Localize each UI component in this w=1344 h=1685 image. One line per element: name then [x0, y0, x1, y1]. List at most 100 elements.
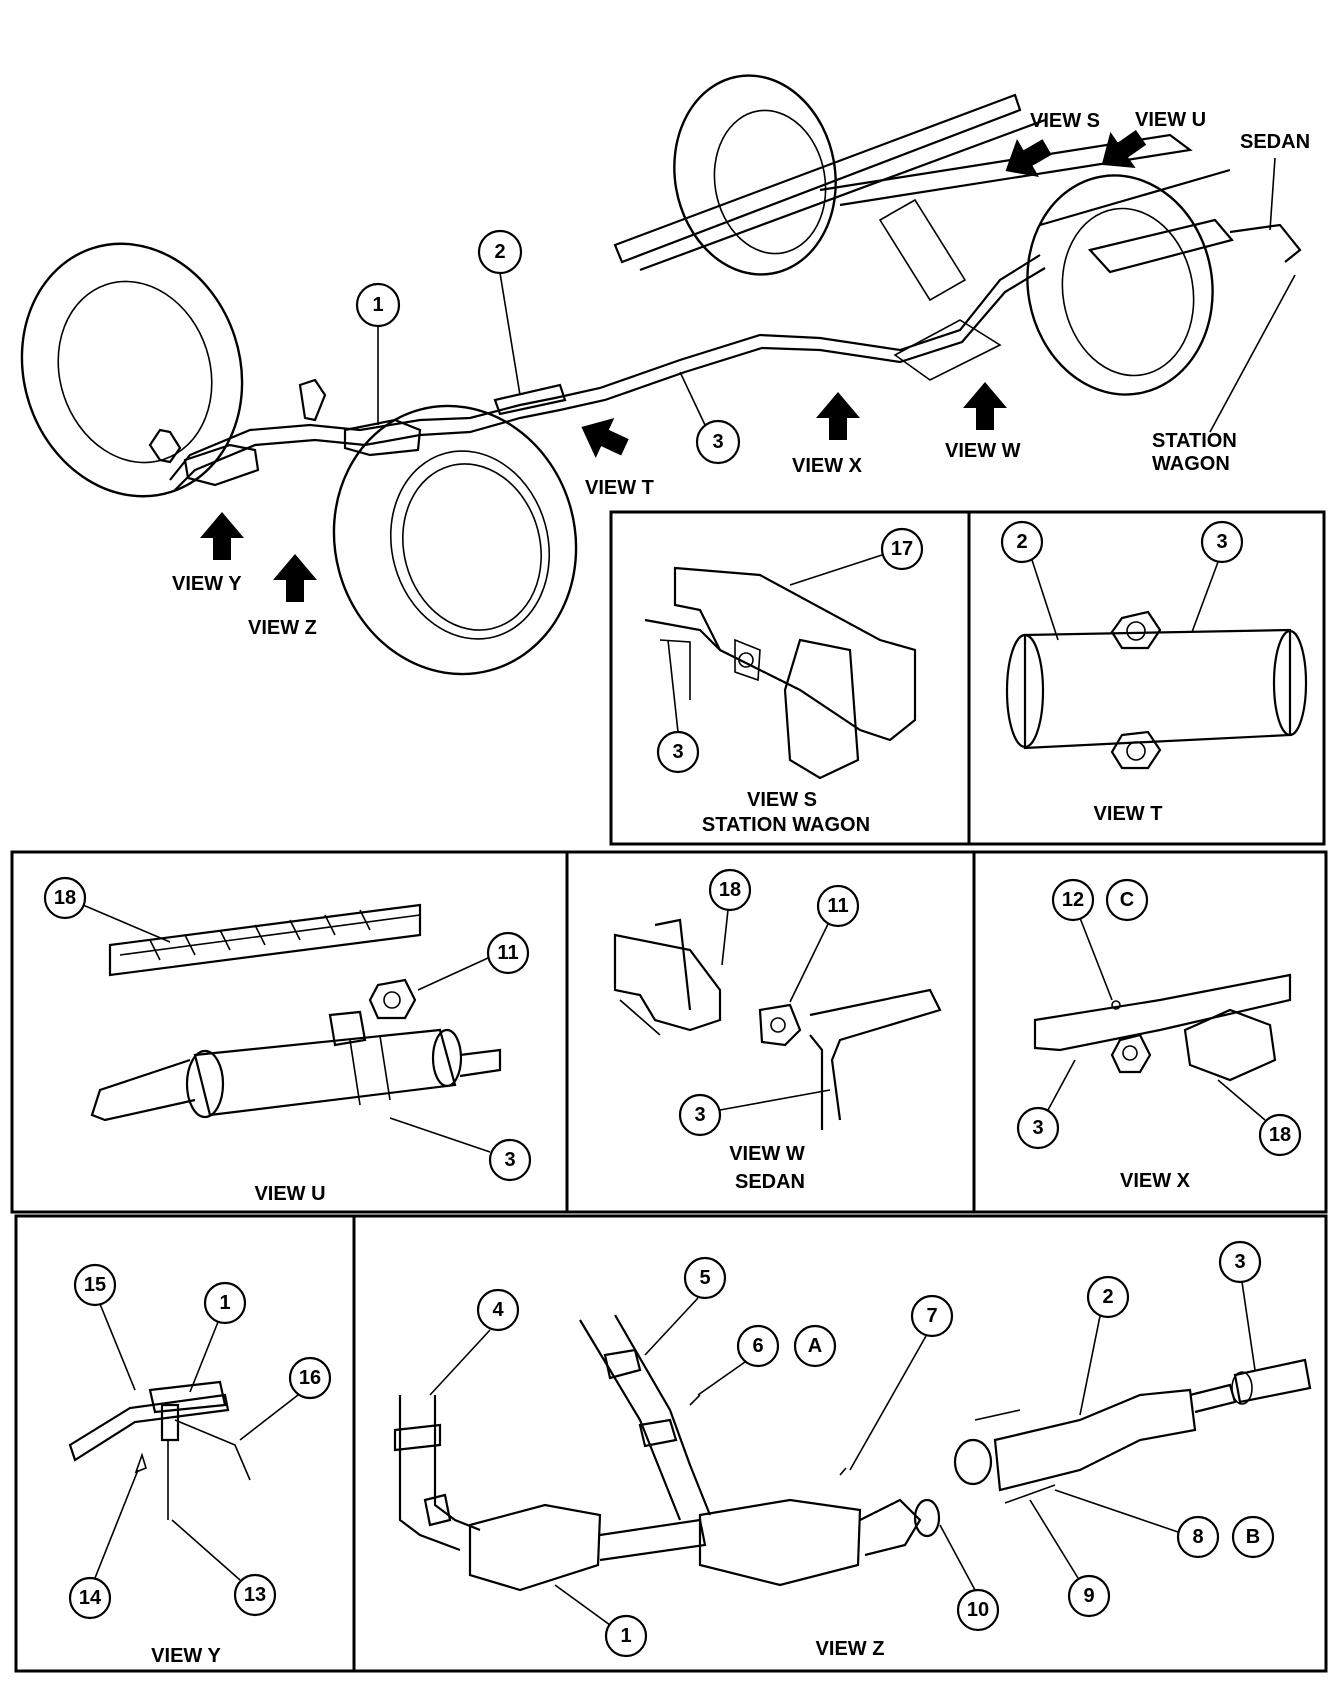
z-converter-right [698, 1498, 862, 1587]
view-x-arrow [816, 392, 860, 440]
svg-text:10: 10 [967, 1599, 989, 1621]
view-z-title: VIEW Z [816, 1638, 885, 1660]
panel-view-y-border [14, 1214, 356, 1673]
callout-x-C: C [1105, 878, 1149, 922]
callout-w-18: 18 [708, 868, 752, 912]
callout-z-1: 1 [604, 1614, 648, 1658]
view-y-label: VIEW Y [172, 573, 242, 595]
svg-text:18: 18 [54, 887, 76, 909]
svg-text:15: 15 [84, 1274, 106, 1296]
callout-y-16: 16 [288, 1356, 332, 1400]
callout-y-13: 13 [233, 1573, 277, 1617]
panel-view-y: 15 1 16 14 13 VIEW Y [68, 1263, 332, 1667]
view-z-arrow [273, 554, 317, 602]
panel-view-x-border [972, 850, 1328, 1214]
callout-main-2: 2 [477, 229, 523, 275]
callout-y-14: 14 [68, 1576, 112, 1620]
view-t-title: VIEW T [1094, 803, 1163, 825]
panel-view-z-border [352, 1214, 1328, 1673]
callout-z-8: 8 [1176, 1515, 1220, 1559]
view-s-title: VIEW S [747, 789, 817, 811]
callout-z-2: 2 [1086, 1275, 1130, 1319]
svg-text:3: 3 [712, 431, 723, 453]
frame-rail-left [613, 93, 1022, 264]
svg-text:14: 14 [79, 1587, 102, 1609]
view-y-arrow [200, 512, 244, 560]
svg-text:B: B [1246, 1526, 1260, 1548]
svg-text:1: 1 [620, 1625, 631, 1647]
callout-s-17: 17 [880, 527, 924, 571]
main-overview: 1 2 3 VIEW S VIEW U SEDAN VIEW T VIEW X … [20, 74, 1310, 676]
callout-main-1: 1 [355, 282, 401, 328]
view-u-title: VIEW U [254, 1183, 325, 1205]
station-wagon-label-2: WAGON [1152, 453, 1230, 475]
view-u-label: VIEW U [1135, 109, 1206, 131]
rear-near-tire [332, 404, 578, 676]
view-w-subtitle: SEDAN [735, 1171, 805, 1193]
resonator [493, 383, 567, 416]
callout-u-3: 3 [488, 1138, 532, 1182]
callout-z-A: A [793, 1324, 837, 1368]
callout-s-3: 3 [656, 730, 700, 774]
callout-w-3: 3 [678, 1093, 722, 1137]
svg-text:3: 3 [1032, 1117, 1043, 1139]
callout-u-11: 11 [486, 931, 530, 975]
callout-x-12: 12 [1051, 878, 1095, 922]
panel-view-t-border [967, 510, 1326, 846]
station-wagon-label-1: STATION [1152, 430, 1237, 452]
panel-view-w: 18 11 3 VIEW W SEDAN [613, 868, 942, 1193]
svg-text:18: 18 [719, 879, 741, 901]
panel-view-s: 17 3 VIEW S STATION WAGON [644, 527, 924, 836]
panel-view-t: 2 3 VIEW T [1000, 520, 1308, 825]
callout-y-15: 15 [73, 1263, 117, 1307]
z-resonator [993, 1388, 1197, 1492]
callout-t-2: 2 [1000, 520, 1044, 564]
z-converter-left [468, 1503, 602, 1592]
callout-z-3: 3 [1218, 1240, 1262, 1284]
svg-text:3: 3 [694, 1104, 705, 1126]
rear-right-tire [1026, 174, 1214, 396]
svg-text:12: 12 [1062, 889, 1084, 911]
svg-text:16: 16 [299, 1367, 321, 1389]
callout-x-3: 3 [1016, 1106, 1060, 1150]
svg-text:C: C [1120, 889, 1134, 911]
svg-text:17: 17 [891, 538, 913, 560]
callout-z-10: 10 [956, 1588, 1000, 1632]
svg-text:1: 1 [219, 1292, 230, 1314]
svg-text:3: 3 [672, 741, 683, 763]
sedan-label: SEDAN [1240, 131, 1310, 153]
callout-main-3: 3 [695, 419, 741, 465]
front-left-tire [20, 242, 244, 498]
svg-text:2: 2 [1016, 531, 1027, 553]
panel-view-z: 4 5 6 A 7 2 3 8 B 9 10 1 VIEW Z [393, 1240, 1312, 1660]
callout-z-4: 4 [476, 1288, 520, 1332]
svg-text:2: 2 [494, 241, 505, 263]
converter-right [343, 418, 422, 457]
svg-text:8: 8 [1192, 1526, 1203, 1548]
view-w-label: VIEW W [945, 440, 1021, 462]
svg-text:7: 7 [926, 1305, 937, 1327]
svg-text:11: 11 [497, 942, 518, 964]
view-x-title: VIEW X [1120, 1170, 1191, 1192]
svg-text:3: 3 [1234, 1251, 1245, 1273]
callout-z-B: B [1231, 1515, 1275, 1559]
view-z-label: VIEW Z [248, 617, 317, 639]
view-x-label: VIEW X [792, 455, 863, 477]
view-s-subtitle: STATION WAGON [702, 814, 870, 836]
view-t-arrow [572, 407, 635, 468]
svg-text:A: A [808, 1335, 822, 1357]
callout-z-9: 9 [1067, 1574, 1111, 1618]
callout-y-1: 1 [203, 1281, 247, 1325]
svg-text:3: 3 [504, 1149, 515, 1171]
callout-z-7: 7 [910, 1294, 954, 1338]
svg-text:13: 13 [244, 1584, 266, 1606]
view-t-label: VIEW T [585, 477, 654, 499]
panel-view-x: 12 C 3 18 VIEW X [1016, 878, 1302, 1192]
panel-view-u-border [10, 850, 569, 1214]
svg-text:1: 1 [372, 294, 383, 316]
callout-u-18: 18 [43, 876, 87, 920]
view-y-title: VIEW Y [151, 1645, 221, 1667]
svg-text:18: 18 [1269, 1124, 1291, 1146]
svg-text:3: 3 [1216, 531, 1227, 553]
